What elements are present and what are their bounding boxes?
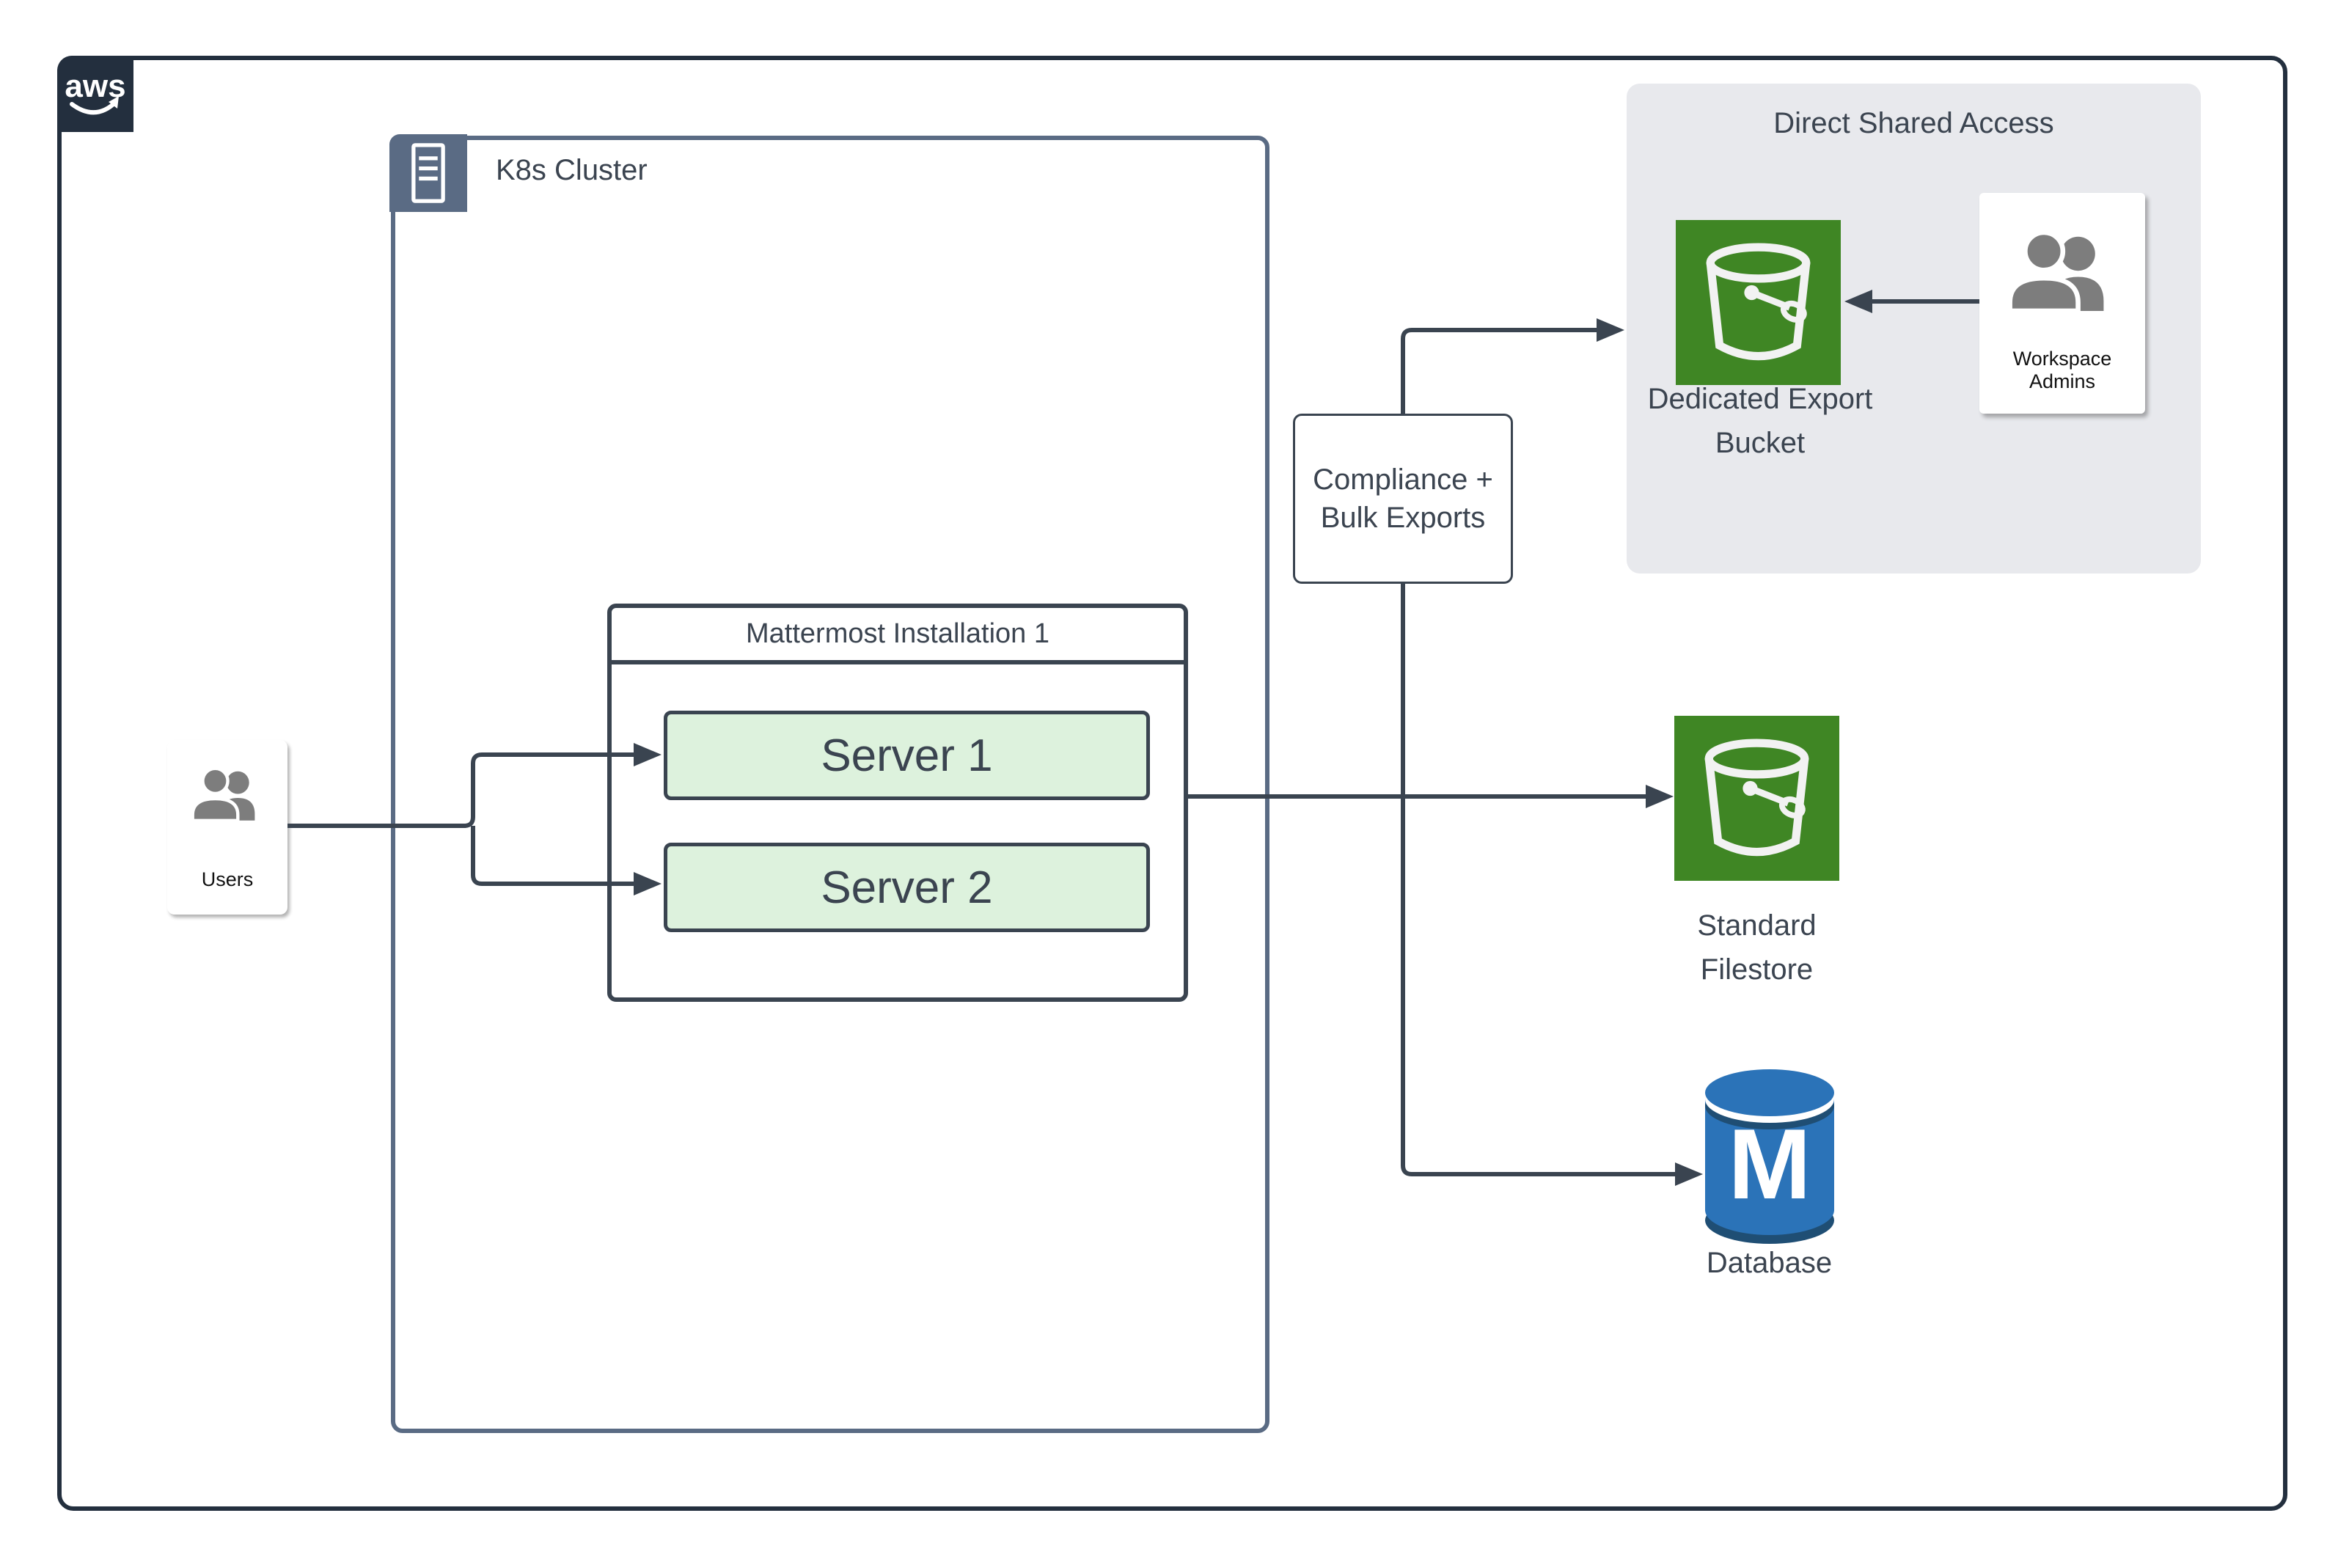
server-2-label: Server 2: [821, 862, 993, 913]
mattermost-installation-box: Mattermost Installation 1 Server 1 Serve…: [607, 604, 1188, 1002]
aws-smile-arc: [70, 100, 118, 115]
workspace-admins-label: Workspace Admins: [2012, 348, 2112, 392]
s3-bucket-icon-dedicated-export: [1676, 220, 1841, 385]
users-label: Users: [201, 868, 254, 890]
standard-filestore-label: Standard Filestore: [1638, 904, 1876, 992]
dedicated-export-bucket-label-line1: Dedicated Export: [1647, 383, 1873, 415]
k8s-cluster-label: K8s Cluster: [496, 154, 648, 186]
aws-cloud-frame: [57, 56, 2287, 1511]
compliance-bulk-exports-box: Compliance + Bulk Exports: [1293, 414, 1513, 584]
database-label: Database: [1706, 1247, 1833, 1279]
direct-shared-access-title: Direct Shared Access: [1773, 107, 2054, 139]
compliance-label-line2: Bulk Exports: [1320, 502, 1486, 534]
compliance-label-line1: Compliance +: [1313, 464, 1493, 496]
direct-shared-access-panel: Direct Shared Access Dedicated Export Bu…: [1627, 84, 2201, 574]
workspace-admins-icon: [2007, 230, 2104, 314]
users-icon: [191, 766, 255, 822]
workspace-admins-card: Workspace Admins: [1979, 193, 2145, 414]
database-monogram: M: [1728, 1108, 1811, 1220]
server-2-box: Server 2: [664, 843, 1150, 932]
dedicated-export-bucket-label-line2: Bucket: [1715, 427, 1806, 459]
users-card: Users: [167, 740, 287, 915]
aws-badge: aws: [57, 56, 133, 132]
database-cylinder-icon: M: [1705, 1069, 1834, 1248]
server-1-box: Server 1: [664, 711, 1150, 800]
mattermost-installation-title: Mattermost Installation 1: [612, 608, 1184, 664]
dedicated-export-bucket-label: Dedicated Export Bucket: [1635, 377, 1885, 465]
server-1-label: Server 1: [821, 730, 993, 781]
standard-filestore-label-line2: Filestore: [1700, 953, 1814, 986]
server-rack-icon: [389, 134, 467, 212]
standard-filestore-label-line1: Standard: [1697, 909, 1817, 942]
aws-logo-icon: aws: [65, 68, 126, 115]
aws-smile-arrow: [109, 96, 119, 109]
s3-bucket-icon-standard-filestore: [1674, 716, 1839, 881]
